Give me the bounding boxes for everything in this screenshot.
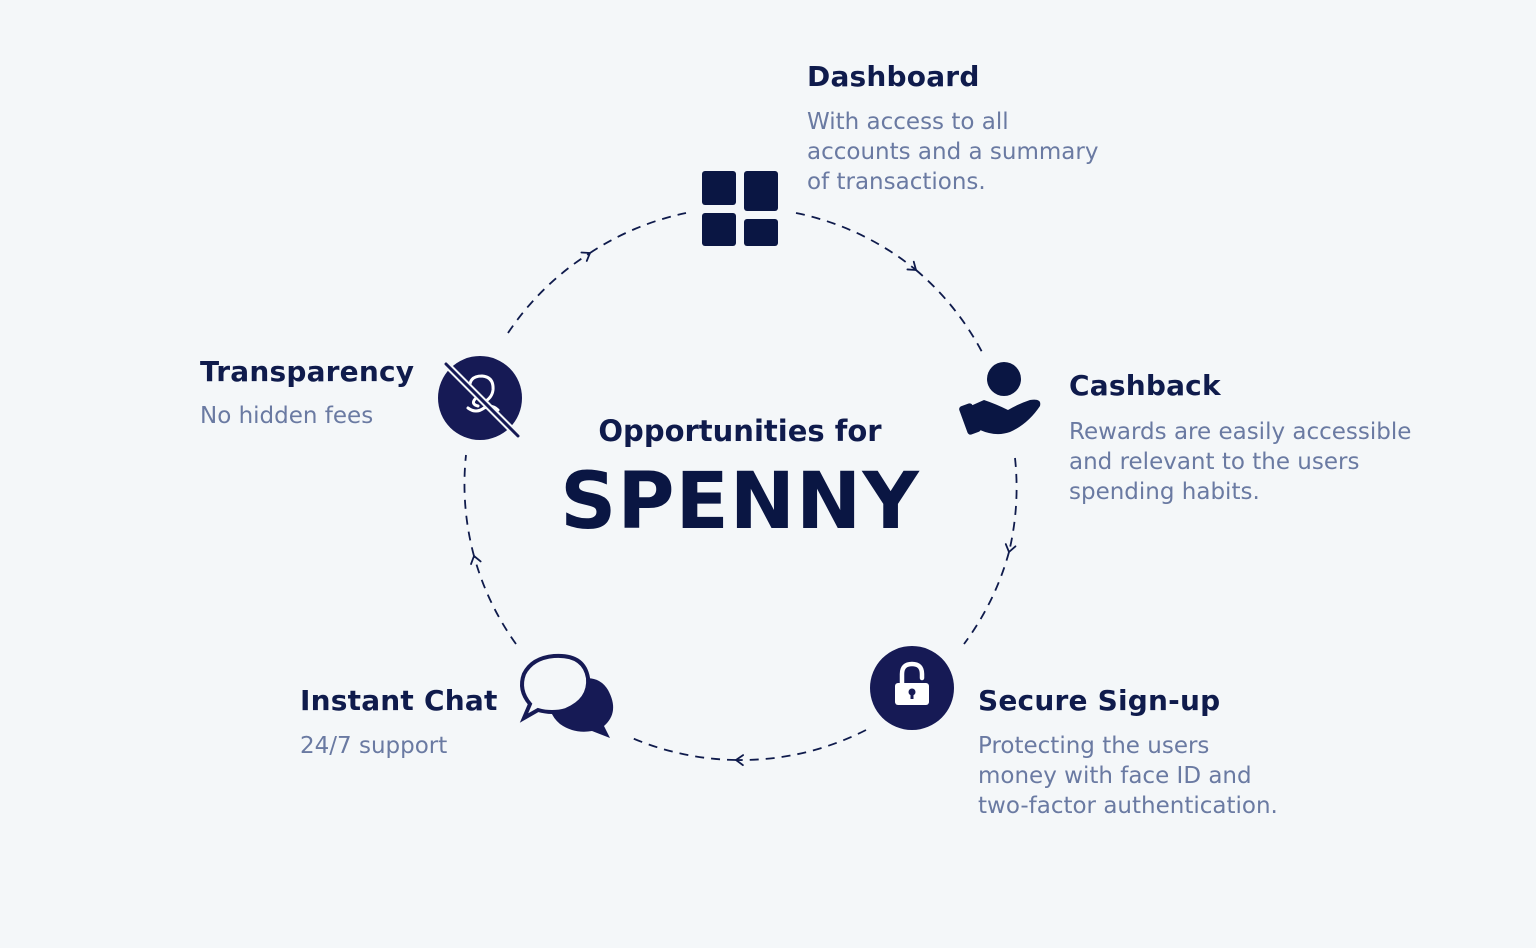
feature-title: Secure Sign-up bbox=[978, 684, 1221, 717]
arc-cashback-to-secure-tail bbox=[963, 551, 1010, 645]
feature-title: Cashback bbox=[1069, 369, 1221, 402]
arc-chat-to-transparency-tail bbox=[463, 454, 475, 557]
arc-cashback-to-secure bbox=[1004, 457, 1018, 553]
center-subtitle: Opportunities for bbox=[598, 414, 882, 448]
padlock-icon bbox=[870, 646, 954, 730]
hand-with-coin-icon bbox=[959, 362, 1041, 435]
feature-description-line: No hidden fees bbox=[200, 403, 374, 429]
feature-title: Dashboard bbox=[807, 60, 980, 93]
feature-description-line: accounts and a summary bbox=[807, 139, 1099, 165]
arc-chat-to-transparency bbox=[470, 555, 517, 645]
arc-transparency-to-dashboard bbox=[507, 251, 591, 334]
feature-description-line: two-factor authentication. bbox=[978, 793, 1278, 819]
dashboard-grid-icon bbox=[702, 171, 778, 246]
no-hidden-fees-icon bbox=[438, 356, 522, 440]
feature-description-line: money with face ID and bbox=[978, 763, 1252, 789]
arc-transparency-to-dashboard-tail bbox=[589, 212, 687, 254]
feature-description-line: Protecting the users bbox=[978, 733, 1210, 759]
center-title: SPENNY bbox=[560, 457, 920, 547]
arc-secure-to-chat-tail bbox=[631, 737, 737, 761]
feature-description-line: spending habits. bbox=[1069, 479, 1260, 505]
arc-dashboard-to-cashback-tail bbox=[915, 269, 983, 353]
feature-description-line: and relevant to the users bbox=[1069, 449, 1360, 475]
chat-bubbles-icon bbox=[519, 653, 614, 738]
arc-dashboard-to-cashback bbox=[795, 212, 917, 271]
arc-secure-to-chat bbox=[735, 729, 867, 767]
feature-title: Transparency bbox=[200, 355, 415, 388]
feature-description-line: of transactions. bbox=[807, 169, 986, 195]
feature-description-line: 24/7 support bbox=[300, 733, 448, 759]
feature-description-line: With access to all bbox=[807, 109, 1009, 135]
feature-title: Instant Chat bbox=[300, 684, 498, 717]
feature-description-line: Rewards are easily accessible bbox=[1069, 419, 1412, 445]
